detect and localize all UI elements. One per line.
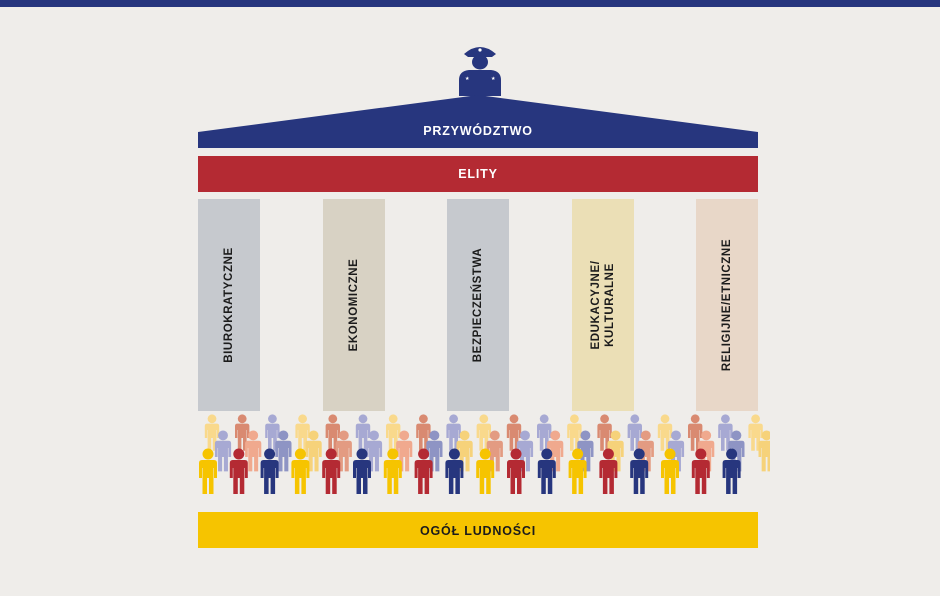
person-icon [630,448,649,494]
person-icon [214,430,232,472]
pillar-education-culture: EDUKACYJNE/ KULTURALNE [572,199,634,411]
leader-figure-icon: ★ ★ [459,47,501,96]
top-border [0,0,940,7]
pillar-bureaucratic: BIUROKRATYCZNE [198,199,260,411]
person-icon [691,448,710,494]
pillar-label: EKONOMICZNE [348,258,360,352]
person-icon [568,448,587,494]
leadership-roof [198,95,758,148]
pillar-label: EDUKACYJNE/ KULTURALNE [590,260,616,350]
elites-band [198,156,758,192]
pillar-security: BEZPIECZEŃSTWA [447,199,509,411]
leadership-label: PRZYWÓDZTWO [423,124,533,138]
person-icon [260,448,279,494]
person-icon [245,430,262,472]
person-icon [537,448,556,494]
population-band [198,512,758,548]
person-icon [507,448,525,494]
pillar-label: BEZPIECZEŃSTWA [472,247,484,363]
person-icon [275,430,292,472]
pillar-economic: EKONOMICZNE [323,199,385,411]
svg-text:★: ★ [491,76,496,82]
pillar-label: RELIGIJNE/ETNICZNE [721,238,733,372]
person-icon [353,448,371,494]
person-icon [722,448,741,494]
person-icon [291,448,310,494]
person-icon [661,448,679,494]
person-icon [476,448,495,494]
person-icon [322,448,341,494]
person-icon [383,448,402,494]
person-icon [229,448,248,494]
population-label: OGÓŁ LUDNOŚCI [420,524,536,538]
person-icon [414,448,433,494]
person-icon [758,430,770,472]
person-icon [199,448,217,494]
person-icon [445,448,464,494]
elites-label: ELITY [458,167,498,181]
person-icon [305,430,322,472]
pillar-religious-ethnic: RELIGIJNE/ETNICZNE [696,199,758,411]
person-icon [599,448,618,494]
population-crowd [199,414,770,494]
pillar-label: BIUROKRATYCZNE [223,247,235,363]
svg-text:★: ★ [465,76,470,82]
